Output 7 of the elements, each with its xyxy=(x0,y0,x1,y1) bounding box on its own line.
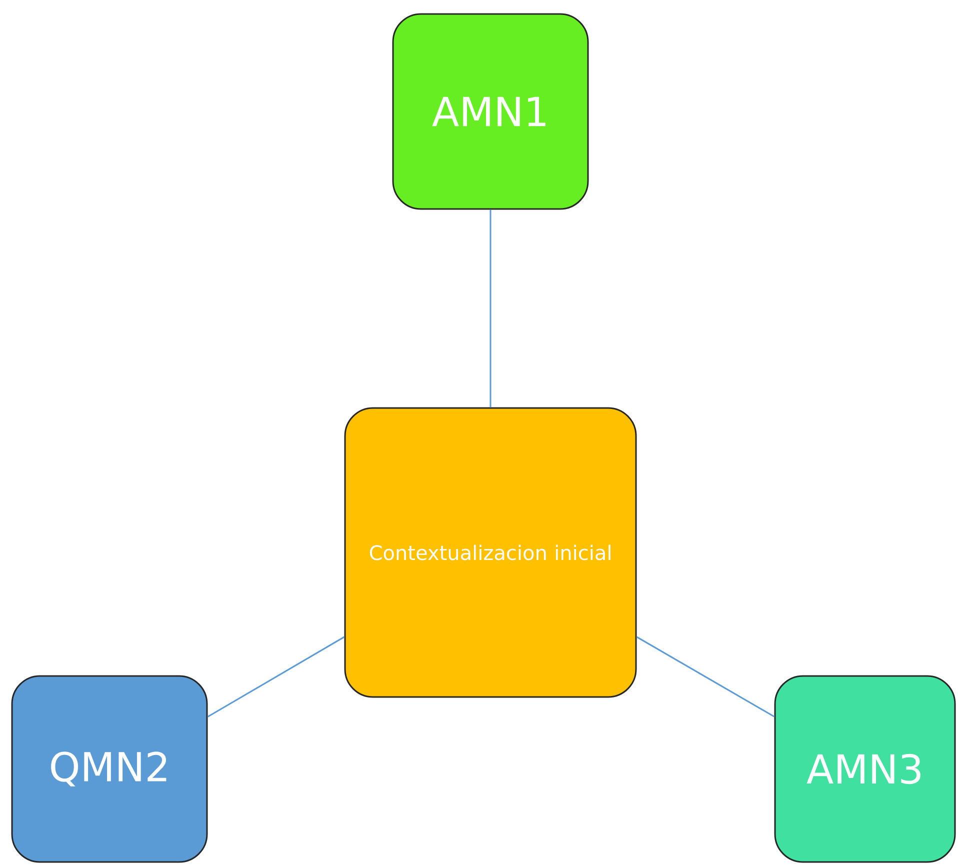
process-box: AMN1 xyxy=(392,13,589,210)
process-box: QMN2 xyxy=(11,675,208,863)
connector-line xyxy=(490,210,492,408)
process-box: AMN3 xyxy=(774,675,956,863)
connector-line xyxy=(636,636,775,718)
process-box: Contextualizacion inicial xyxy=(344,407,637,698)
connector-line xyxy=(207,636,345,718)
